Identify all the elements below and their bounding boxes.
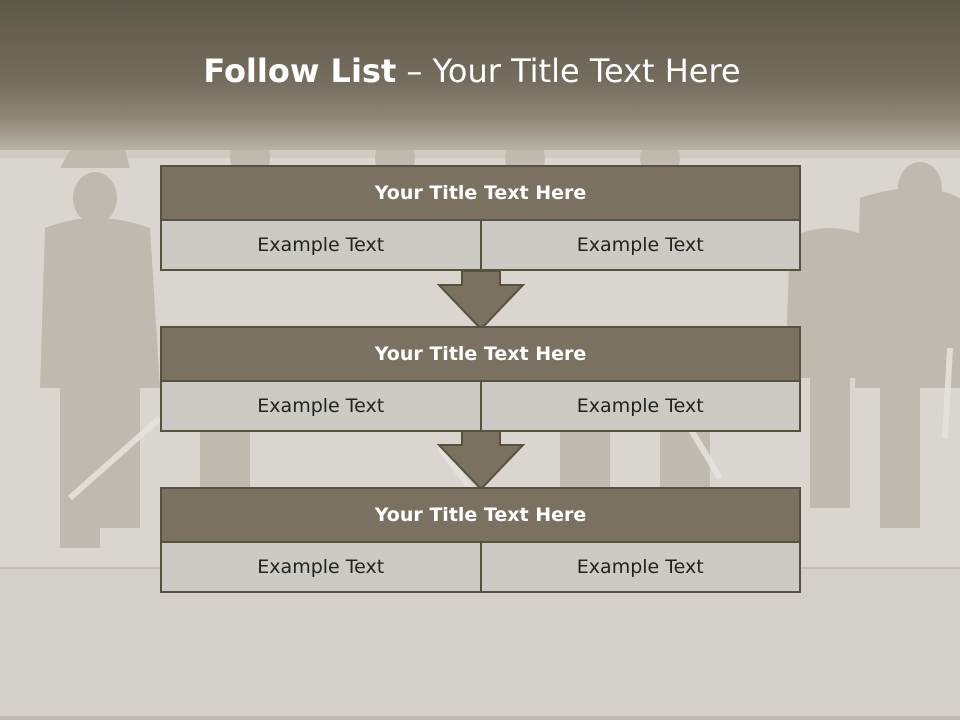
- flow-block-3: Your Title Text Here Example Text Exampl…: [160, 487, 801, 593]
- block-cell-left: Example Text: [160, 543, 482, 593]
- title-rest: Your Title Text Here: [432, 52, 741, 90]
- block-title: Your Title Text Here: [160, 487, 801, 543]
- block-cell-right: Example Text: [481, 543, 801, 593]
- header-band: [0, 0, 960, 150]
- down-arrow-icon: [437, 271, 525, 331]
- block-cell-right: Example Text: [481, 382, 801, 432]
- title-separator: –: [406, 52, 423, 90]
- block-title: Your Title Text Here: [160, 165, 801, 221]
- block-row: Example Text Example Text: [160, 221, 801, 271]
- flow-block-2: Your Title Text Here Example Text Exampl…: [160, 326, 801, 432]
- block-cell-left: Example Text: [160, 221, 482, 271]
- block-cell-left: Example Text: [160, 382, 482, 432]
- block-title: Your Title Text Here: [160, 326, 801, 382]
- block-row: Example Text Example Text: [160, 382, 801, 432]
- flow-block-1: Your Title Text Here Example Text Exampl…: [160, 165, 801, 271]
- slide-title: Follow List – Your Title Text Here: [0, 52, 944, 90]
- block-cell-right: Example Text: [481, 221, 801, 271]
- block-row: Example Text Example Text: [160, 543, 801, 593]
- down-arrow-icon: [437, 431, 525, 491]
- title-bold: Follow List: [203, 52, 397, 90]
